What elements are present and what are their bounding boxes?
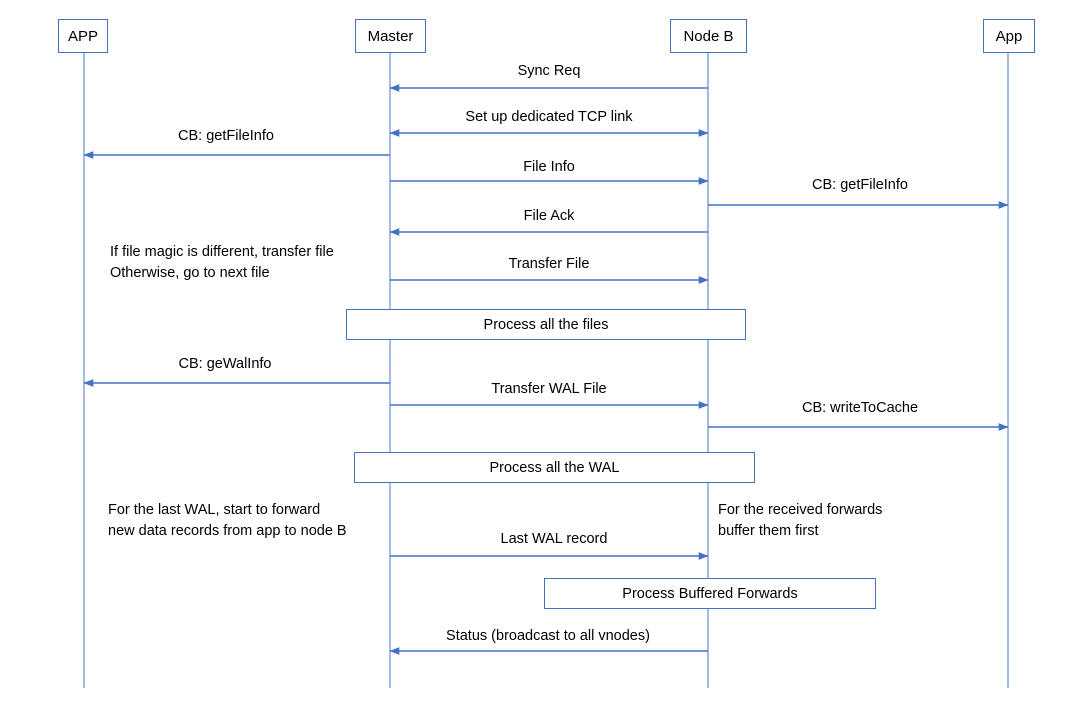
actor-box-node-b[interactable]: Node B xyxy=(670,19,747,53)
note-note-last-wal: For the last WAL, start to forward new d… xyxy=(108,502,347,540)
activity-box-process-all-files[interactable]: Process all the files xyxy=(346,309,746,340)
message-label-file-ack: File Ack xyxy=(523,208,575,224)
activity-box-process-all-wal[interactable]: Process all the WAL xyxy=(354,452,755,483)
note-note-buffer-first: For the received forwards buffer them fi… xyxy=(718,502,883,540)
message-label-cb-writetocache: CB: writeToCache xyxy=(801,400,919,416)
actor-box-app-right[interactable]: App xyxy=(983,19,1035,53)
message-label-cb-getfileinfo-right: CB: getFileInfo xyxy=(812,177,908,193)
message-label-transfer-file: Transfer File xyxy=(508,256,590,272)
message-label-last-wal-record: Last WAL record xyxy=(500,531,608,547)
actor-box-app-left[interactable]: APP xyxy=(58,19,108,53)
note-note-file-magic: If file magic is different, transfer fil… xyxy=(110,244,334,282)
arrows-group xyxy=(83,84,1009,655)
lifelines-group xyxy=(83,53,1009,688)
message-label-cb-gewalinfo: CB: geWalInfo xyxy=(178,356,272,372)
message-label-cb-getfileinfo-left: CB: getFileInfo xyxy=(178,128,274,144)
activity-box-process-buffered-forwards[interactable]: Process Buffered Forwards xyxy=(544,578,876,609)
message-label-file-info: File Info xyxy=(523,159,575,175)
actor-box-master[interactable]: Master xyxy=(355,19,426,53)
message-label-sync-req: Sync Req xyxy=(517,63,581,79)
message-label-transfer-wal: Transfer WAL File xyxy=(491,381,607,397)
message-label-status: Status (broadcast to all vnodes) xyxy=(446,628,650,644)
message-label-tcp-link: Set up dedicated TCP link xyxy=(465,109,633,125)
